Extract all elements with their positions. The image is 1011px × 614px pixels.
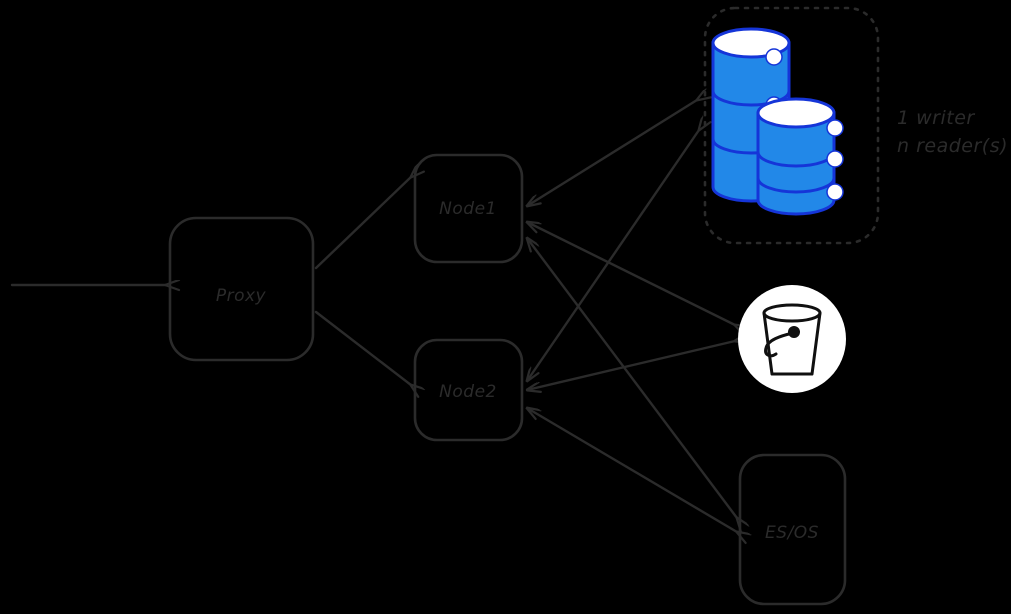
annotation-db-capacity: 1 writer n reader(s) <box>897 107 1008 157</box>
annotation-line-1: 1 writer <box>897 107 975 129</box>
esos-box <box>738 453 847 606</box>
edge-proxy-to-node1 <box>314 177 411 270</box>
annotation-line-2: n reader(s) <box>897 135 1008 157</box>
node1-box <box>413 153 524 264</box>
edge-node2-database <box>527 130 699 381</box>
node-database-group[interactable] <box>703 6 880 245</box>
database-icon-secondary <box>756 97 844 216</box>
node2-label: Node2 <box>439 382 497 402</box>
edge-node2-bucket <box>527 341 735 390</box>
proxy-label: Proxy <box>216 286 267 306</box>
node-node1[interactable]: Node1 <box>413 153 524 264</box>
edge-proxy-to-node2 <box>314 310 411 385</box>
esos-label: ES/OS <box>765 523 819 543</box>
edge-node2-esos <box>527 408 737 532</box>
edge-node1-database <box>527 100 697 206</box>
node-node2[interactable]: Node2 <box>413 338 524 442</box>
proxy-box <box>168 216 315 362</box>
bucket-circle-background <box>738 285 846 393</box>
node-bucket[interactable] <box>738 285 846 393</box>
node1-label: Node1 <box>439 199 497 219</box>
node-proxy[interactable]: Proxy <box>168 216 315 362</box>
edge-node1-esos <box>527 238 737 518</box>
node2-box <box>413 338 524 442</box>
bucket-icon <box>762 303 822 376</box>
node-esos[interactable]: ES/OS <box>738 453 847 606</box>
database-group-border <box>703 6 880 245</box>
edge-node1-bucket <box>527 222 735 325</box>
